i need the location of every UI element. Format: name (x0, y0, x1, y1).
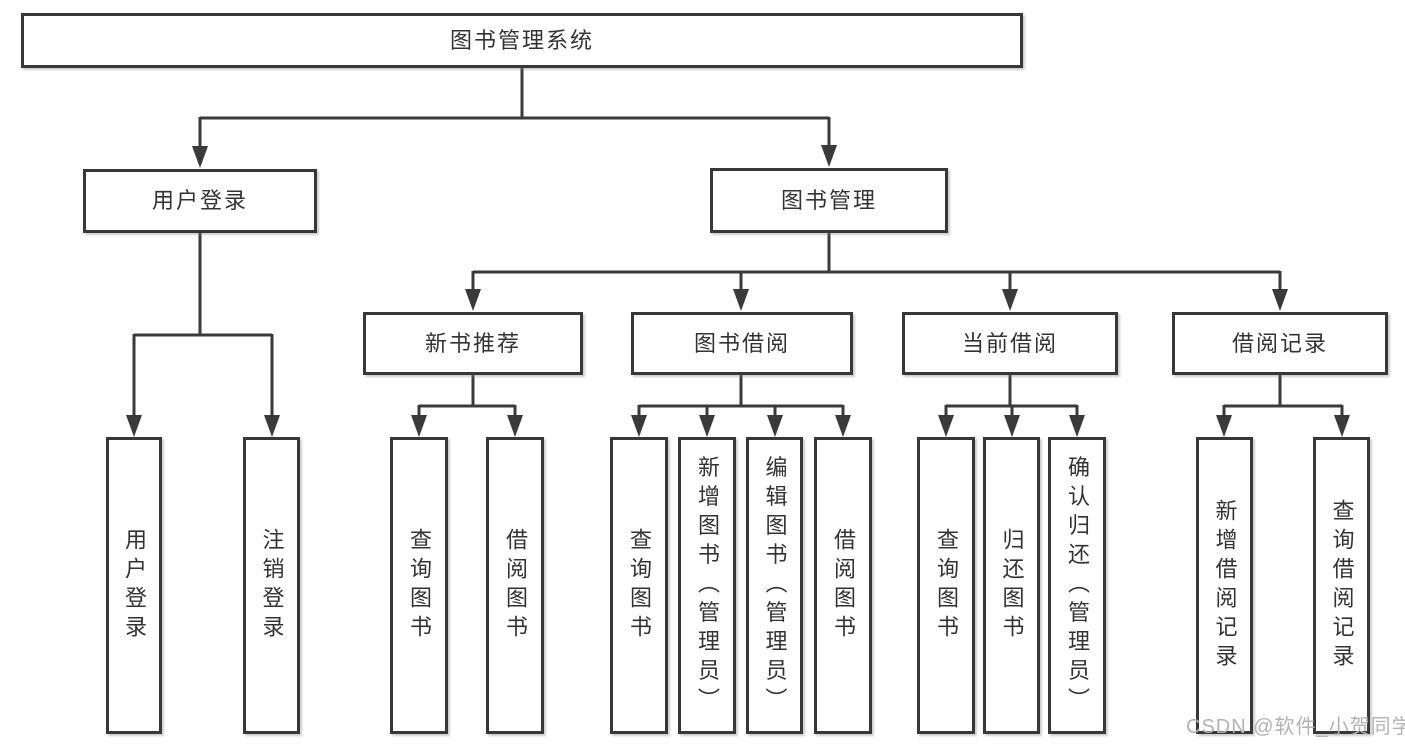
node-book-borrow: 图书借阅 (631, 312, 853, 375)
leaf-borrow-books-recommend: 借阅图书 (486, 437, 544, 734)
leaf-query-books-borrow: 查询图书 (610, 437, 668, 734)
leaf-borrow-books: 借阅图书 (814, 437, 872, 734)
leaf-query-borrow-record-label: 查询借阅记录 (1329, 498, 1355, 673)
node-borrow-records: 借阅记录 (1172, 312, 1388, 375)
node-new-book-recommend: 新书推荐 (363, 312, 583, 375)
node-root: 图书管理系统 (21, 13, 1023, 68)
leaf-confirm-return-admin: 确认归还（管理员） (1048, 437, 1106, 734)
leaf-add-books-admin-label: 新增图书（管理员） (695, 455, 720, 716)
leaf-query-books-borrow-label: 查询图书 (627, 527, 652, 644)
leaf-confirm-return-admin-label: 确认归还（管理员） (1065, 455, 1090, 716)
leaf-return-books-label: 归还图书 (999, 527, 1025, 644)
csdn-watermark: CSDN @软件_小贺同学 (1186, 716, 1405, 738)
node-book-management: 图书管理 (710, 168, 948, 233)
leaf-borrow-books-recommend-label: 借阅图书 (503, 527, 528, 644)
leaf-logout: 注销登录 (243, 437, 300, 734)
leaf-query-books-current: 查询图书 (917, 437, 975, 734)
leaf-user-login-label: 用户登录 (122, 527, 147, 644)
leaf-borrow-books-label: 借阅图书 (831, 527, 856, 644)
leaf-query-books-current-label: 查询图书 (934, 527, 959, 644)
leaf-edit-books-admin-label: 编辑图书（管理员） (762, 455, 788, 716)
leaf-add-borrow-record-label: 新增借阅记录 (1212, 498, 1238, 673)
leaf-query-borrow-record: 查询借阅记录 (1313, 437, 1370, 734)
leaf-add-borrow-record: 新增借阅记录 (1196, 437, 1253, 734)
leaf-edit-books-admin: 编辑图书（管理员） (746, 437, 803, 734)
leaf-logout-label: 注销登录 (259, 527, 285, 644)
node-user-login: 用户登录 (83, 169, 317, 233)
node-current-borrow: 当前借阅 (902, 312, 1118, 375)
leaf-query-books-recommend-label: 查询图书 (407, 527, 432, 644)
leaf-query-books-recommend: 查询图书 (390, 437, 448, 734)
leaf-add-books-admin: 新增图书（管理员） (678, 437, 736, 734)
leaf-return-books: 归还图书 (983, 437, 1040, 734)
leaf-user-login: 用户登录 (106, 437, 162, 734)
